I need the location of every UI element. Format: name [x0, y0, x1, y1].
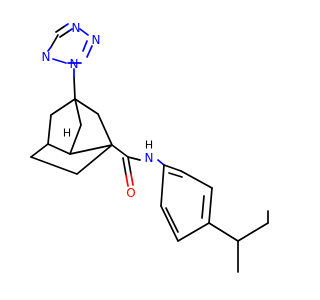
atom-label-nitrogen: N: [42, 50, 51, 64]
bond: [201, 195, 205, 219]
bond: [59, 30, 70, 38]
bond: [163, 164, 182, 172]
atom-label-nitrogen: N: [92, 33, 101, 47]
bond: [47, 114, 52, 145]
bond: [97, 113, 113, 146]
bond: [73, 76, 76, 100]
bond: [50, 34, 59, 48]
adamantane-cage: [30, 98, 113, 175]
bond: [30, 143, 49, 158]
bond: [47, 143, 71, 155]
bond: [160, 205, 179, 242]
bond: [50, 98, 76, 116]
bond: [111, 144, 129, 158]
bond: [47, 46, 52, 52]
bond: [69, 124, 82, 155]
bond: [74, 98, 82, 126]
atom-label-hydrogen: H: [63, 127, 71, 140]
bond: [52, 58, 67, 64]
sec-butyl-group: [208, 210, 269, 273]
bond: [208, 222, 239, 242]
bond: [82, 40, 88, 52]
bond: [55, 25, 66, 33]
bond: [30, 156, 78, 175]
bond: [86, 45, 93, 58]
bond: [125, 174, 129, 187]
bond: [122, 157, 127, 176]
bond: [168, 172, 183, 178]
bond: [76, 144, 113, 175]
bond: [127, 156, 132, 175]
bond: [130, 173, 134, 186]
bond: [160, 164, 165, 207]
bond: [74, 98, 99, 115]
atom-label-nitrogen: N: [72, 21, 81, 35]
bond: [64, 23, 69, 27]
bond: [68, 28, 73, 32]
bond: [79, 28, 89, 36]
atom-label-nitrogen: N: [70, 57, 79, 71]
molecule-structure: N N N N H N H O: [30, 21, 269, 273]
amide-group: [111, 144, 165, 187]
bond: [208, 187, 213, 224]
bond: [69, 144, 113, 155]
phenyl-ring: [160, 164, 213, 242]
bond: [165, 207, 179, 233]
bond: [177, 222, 210, 242]
atom-label-hydrogen: H: [145, 139, 153, 152]
bond: [127, 156, 141, 161]
atom-label-nitrogen: N: [145, 151, 154, 165]
tetrazole-ring: [47, 23, 93, 64]
atom-label-oxygen: O: [126, 186, 135, 200]
bond: [237, 222, 269, 242]
bond: [157, 159, 165, 166]
bond: [180, 170, 213, 189]
